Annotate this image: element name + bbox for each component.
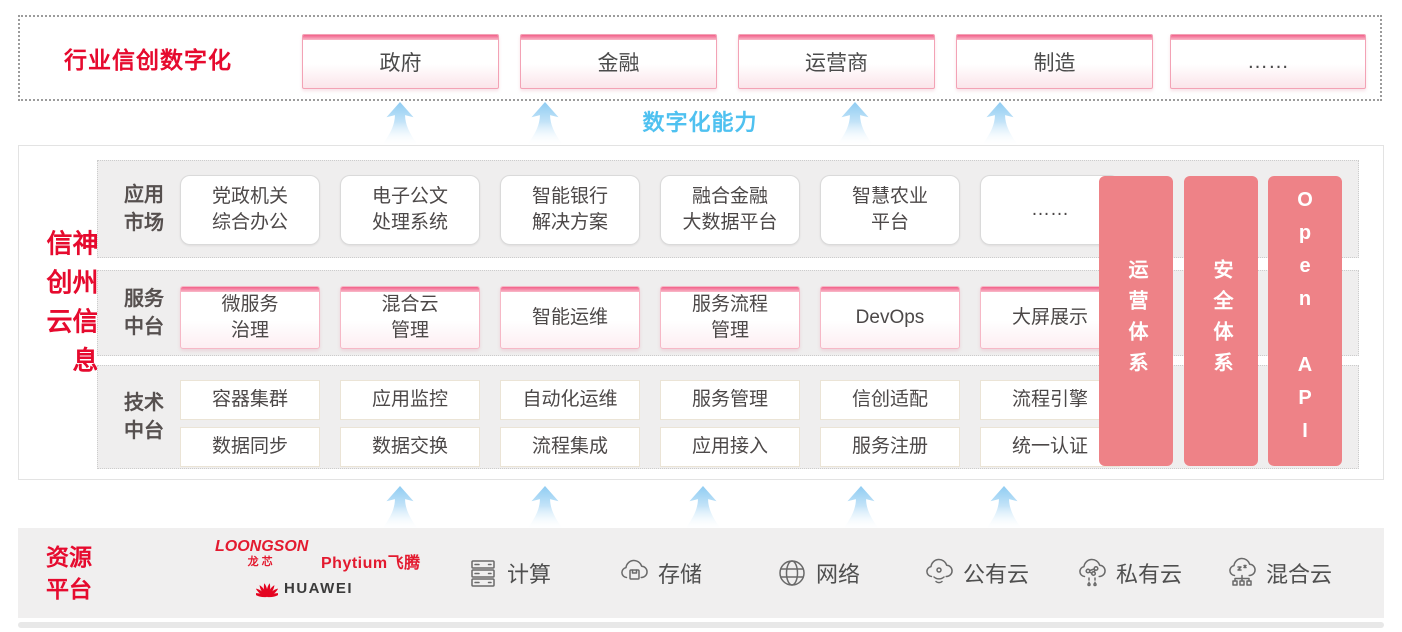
- tech-box: 应用监控: [340, 380, 480, 420]
- app-box: 智能银行 解决方案: [500, 175, 640, 245]
- service-box: 服务流程 管理: [660, 286, 800, 349]
- network-icon: [779, 560, 805, 586]
- tech-box: 服务管理: [660, 380, 800, 420]
- industry-box-finance: 金融: [520, 34, 717, 89]
- loongson-logo-text: LOONGSON: [215, 538, 309, 555]
- loongson-logo-cn: 龙芯: [247, 556, 276, 568]
- resource-item-label: 计算: [507, 562, 552, 587]
- industry-banner: 行业信创数字化 政府 金融 运营商 制造 ……: [18, 15, 1382, 101]
- resource-platform-band: 资源 平台 LOONGSON 龙芯 Phytium飞腾 HUAWEI: [18, 528, 1384, 618]
- service-box: 微服务 治理: [180, 286, 320, 349]
- loongson-logo: LOONGSON 龙芯: [215, 539, 308, 568]
- up-arrow-icon: [522, 102, 568, 146]
- bottom-divider: [18, 622, 1384, 628]
- resource-item-label: 混合云: [1266, 562, 1333, 587]
- up-arrow-icon: [832, 102, 878, 146]
- capability-label: 数字化能力: [642, 110, 758, 135]
- tech-box: 应用接入: [660, 427, 800, 467]
- resource-item-compute: 计算: [467, 557, 551, 589]
- app-box-more: ……: [980, 175, 1120, 245]
- tech-box: 流程引擎: [980, 380, 1120, 420]
- resource-item-label: 存储: [658, 562, 703, 587]
- service-box: 大屏展示: [980, 286, 1120, 349]
- service-box: 混合云 管理: [340, 286, 480, 349]
- band-service-platform-label: 服务 中台: [124, 288, 164, 338]
- band-app-market-label: 应用 市场: [124, 184, 164, 234]
- huawei-logo-text: HUAWEI: [284, 579, 353, 597]
- service-box: DevOps: [820, 286, 960, 349]
- industry-box-operator: 运营商: [738, 34, 935, 89]
- tech-box: 流程集成: [500, 427, 640, 467]
- industry-banner-title: 行业信创数字化: [64, 47, 232, 73]
- up-arrow-icon: [522, 486, 568, 530]
- compute-icon: [471, 560, 495, 587]
- tech-box: 数据同步: [180, 427, 320, 467]
- phytium-logo: Phytium飞腾: [321, 555, 421, 572]
- resource-item-hybrid-cloud: 混合云: [1226, 557, 1332, 589]
- pillar-label: 安全体系: [1210, 259, 1232, 383]
- resource-item-label: 私有云: [1116, 562, 1183, 587]
- pillar-security-system: 安全体系: [1184, 176, 1258, 466]
- tech-box: 服务注册: [820, 427, 960, 467]
- up-arrow-icon: [680, 486, 726, 530]
- huawei-flower-icon: [256, 583, 278, 598]
- resource-platform-title: 资源 平台: [46, 543, 92, 602]
- pillar-label: Open API: [1294, 189, 1316, 453]
- up-arrow-icon: [981, 486, 1027, 530]
- resource-item-label: 公有云: [963, 562, 1030, 587]
- industry-box-government: 政府: [302, 34, 499, 89]
- app-box: 电子公文 处理系统: [340, 175, 480, 245]
- resource-item-public-cloud: 公有云: [923, 557, 1029, 589]
- app-box: 智慧农业 平台: [820, 175, 960, 245]
- industry-box-more: ……: [1170, 34, 1366, 89]
- up-arrow-icon: [838, 486, 884, 530]
- service-box: 智能运维: [500, 286, 640, 349]
- tech-box: 容器集群: [180, 380, 320, 420]
- cloud-platform-title: 神州信息信创云: [43, 229, 99, 386]
- band-tech-platform: 技术 中台 容器集群 应用监控 自动化运维 服务管理 信创适配 流程引擎 数据同…: [97, 365, 1359, 469]
- up-arrow-icon: [377, 102, 423, 146]
- tech-box: 统一认证: [980, 427, 1120, 467]
- resource-item-private-cloud: 私有云: [1076, 557, 1182, 589]
- tech-box: 自动化运维: [500, 380, 640, 420]
- up-arrow-icon: [977, 102, 1023, 146]
- cloud-platform-panel: 神州信息信创云 应用 市场 党政机关 综合办公 电子公文 处理系统 智能银行 解…: [18, 145, 1384, 480]
- resource-item-label: 网络: [816, 562, 861, 587]
- hybrid-cloud-icon: [1229, 557, 1256, 586]
- resource-item-storage: 存储: [618, 557, 702, 589]
- app-box: 融合金融 大数据平台: [660, 175, 800, 245]
- tech-box: 信创适配: [820, 380, 960, 420]
- resource-item-network: 网络: [776, 557, 860, 589]
- public-cloud-icon: [926, 558, 953, 584]
- band-tech-platform-label: 技术 中台: [124, 392, 164, 442]
- pillar-label: 运营体系: [1125, 259, 1147, 383]
- pillar-operations-system: 运营体系: [1099, 176, 1173, 466]
- industry-box-manufacturing: 制造: [956, 34, 1153, 89]
- tech-box: 数据交换: [340, 427, 480, 467]
- private-cloud-icon: [1079, 558, 1106, 587]
- pillar-open-api: Open API: [1268, 176, 1342, 466]
- huawei-logo: HUAWEI: [256, 577, 353, 599]
- app-box: 党政机关 综合办公: [180, 175, 320, 245]
- up-arrow-icon: [377, 486, 423, 530]
- storage-icon: [621, 559, 648, 580]
